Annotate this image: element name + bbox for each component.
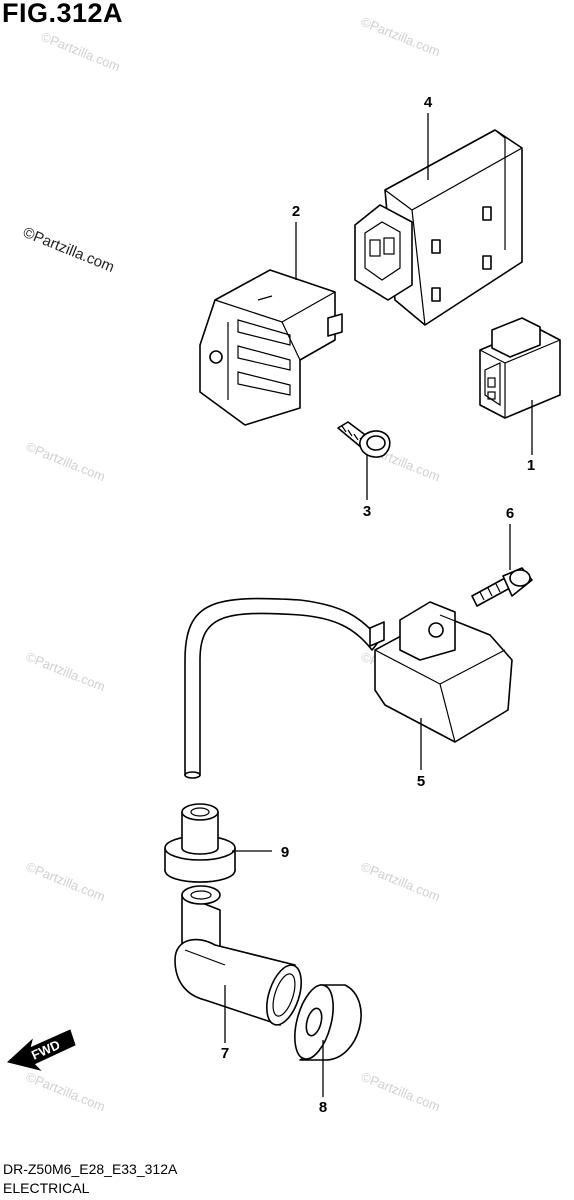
callout-9: 9 — [281, 844, 289, 861]
callout-3: 3 — [363, 503, 371, 520]
figure-title: FIG.312A — [2, 0, 124, 28]
callout-7: 7 — [221, 1045, 229, 1062]
callout-8: 8 — [319, 1099, 327, 1116]
forward-arrow-icon: FWD — [6, 1029, 76, 1071]
callout-5: 5 — [417, 773, 425, 790]
watermark: ©Partzilla.com — [359, 859, 443, 904]
callout-numbers: 1 2 3 4 5 6 7 8 9 — [221, 94, 535, 1116]
watermark: ©Partzilla.com — [39, 29, 123, 74]
watermark: ©Partzilla.com — [359, 1069, 443, 1114]
ignition-coil-icon — [184, 597, 513, 779]
leader-lines — [224, 113, 533, 1097]
grommet-icon — [164, 803, 236, 883]
diagram-code: DR-Z50M6_E28_E33_312A — [3, 1161, 178, 1177]
watermark: ©Partzilla.com — [24, 859, 108, 904]
callout-2: 2 — [292, 203, 300, 220]
spark-plug-cap-icon — [174, 885, 302, 1026]
watermark: ©Partzilla.com — [359, 14, 443, 59]
callout-4: 4 — [424, 94, 433, 111]
diagram-title: ELECTRICAL — [3, 1180, 90, 1196]
bolt-icon — [471, 567, 533, 607]
callout-1: 1 — [527, 457, 535, 474]
regulator-rectifier-icon — [199, 269, 343, 426]
bolt-icon — [337, 421, 391, 458]
watermark: ©Partzilla.com — [24, 1069, 108, 1114]
watermark: ©Partzilla.com — [21, 224, 117, 276]
callout-6: 6 — [506, 505, 514, 522]
watermark: ©Partzilla.com — [24, 649, 108, 694]
watermark: ©Partzilla.com — [24, 439, 108, 484]
coupler-icon — [479, 317, 561, 419]
cdi-unit-icon — [354, 129, 523, 326]
